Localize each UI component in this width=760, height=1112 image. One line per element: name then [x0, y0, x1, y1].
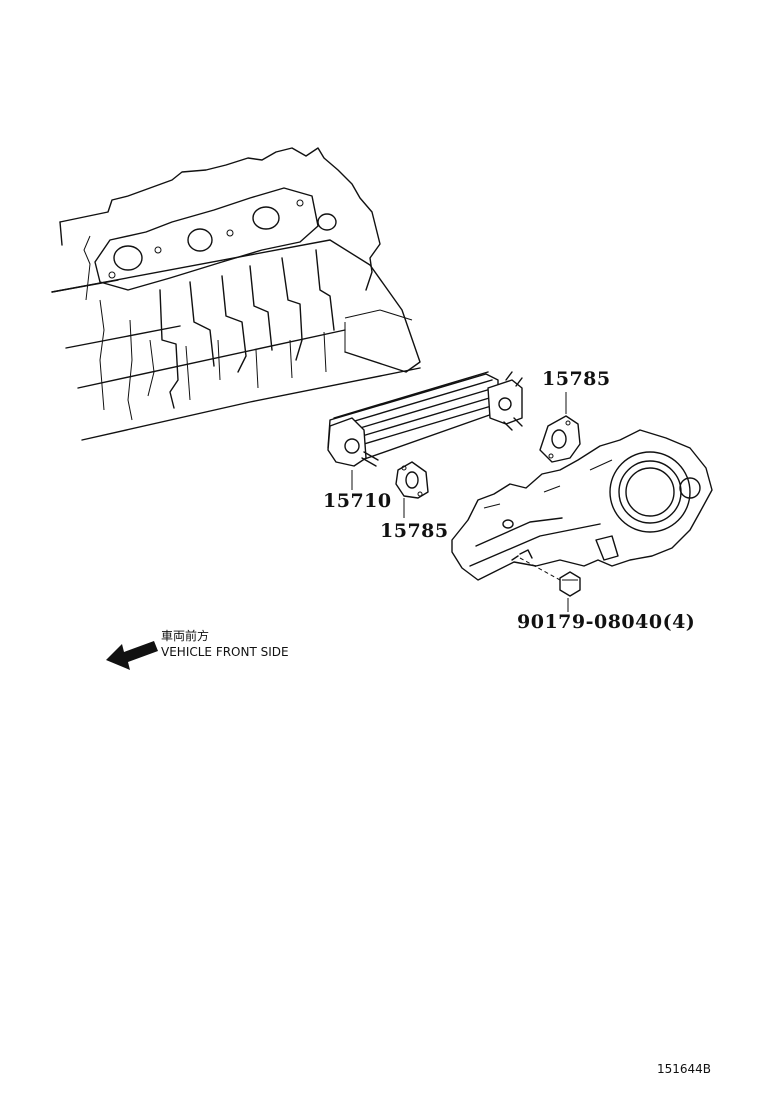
engine-block-illustration [51, 147, 421, 441]
gasket-upper-15785 [539, 415, 581, 463]
gasket-lower-15785 [395, 461, 429, 499]
vehicle-front-arrow-icon [106, 641, 158, 670]
leader-lines [351, 392, 569, 612]
diagram-code: 151644B [657, 1062, 712, 1076]
vehicle-front-label-jp: 車両前方 [161, 629, 210, 643]
part-label-gasket-upper: 15785 [542, 368, 611, 390]
part-label-gasket-lower: 15785 [380, 520, 449, 542]
vehicle-front-label-en: VEHICLE FRONT SIDE [161, 645, 289, 659]
nut-90179 [559, 571, 581, 597]
part-label-cooler: 15710 [323, 490, 392, 512]
part-label-nut: 90179-08040(4) [517, 611, 696, 633]
engine-housing-illustration [451, 429, 713, 581]
oil-cooler-15710 [327, 371, 523, 467]
